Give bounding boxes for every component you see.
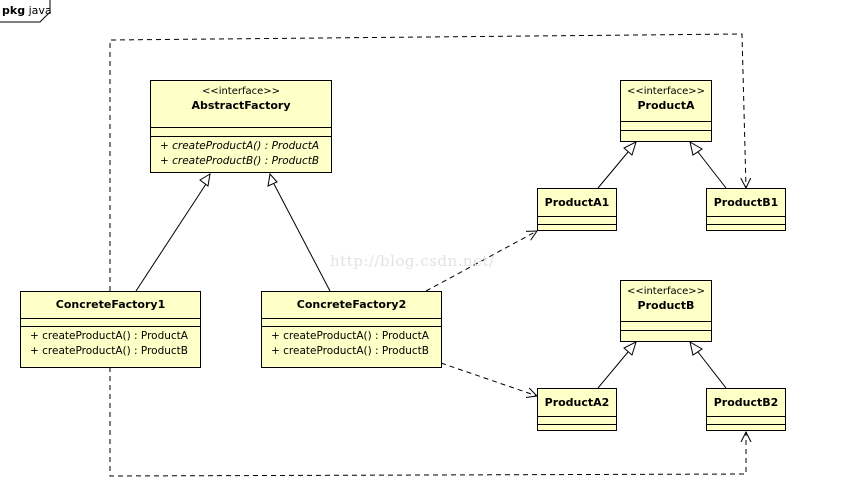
generalization-line-cf1 — [135, 183, 207, 292]
class-abstract-factory[interactable]: <<interface>> AbstractFactory + createPr… — [150, 80, 332, 173]
class-product-b1[interactable]: ProductB1 — [706, 188, 786, 231]
class-name: AbstractFactory — [191, 99, 291, 112]
class-name: ConcreteFactory1 — [55, 298, 166, 311]
operation: + createProductB() : ProductB — [160, 155, 320, 167]
watermark: http://blog.csdn.net/ — [330, 252, 495, 270]
generalization-arrowhead-cf1 — [199, 173, 211, 187]
generalization-arrowhead-cf2 — [267, 172, 278, 187]
generalization-arrowhead-a2 — [623, 341, 637, 356]
generalization-arrowhead-a1 — [623, 141, 637, 156]
operation: + createProductA() : ProductB — [30, 345, 188, 357]
dependency-cf2-a2 — [440, 362, 537, 396]
class-name: ProductB2 — [713, 396, 779, 409]
class-product-b2[interactable]: ProductB2 — [706, 388, 786, 431]
generalization-line-a1 — [597, 151, 629, 189]
package-label: pkg java — [0, 0, 52, 22]
generalization-line-b2 — [697, 351, 727, 389]
class-name: ConcreteFactory2 — [296, 298, 407, 311]
package-frame — [0, 0, 51, 23]
class-concrete-factory1[interactable]: ConcreteFactory1 + createProductA() : Pr… — [20, 291, 201, 368]
stereotype-label: <<interface>> — [626, 286, 706, 297]
class-product-a1[interactable]: ProductA1 — [537, 188, 617, 231]
class-name: ProductB — [637, 299, 695, 312]
operation: + createProductA() : ProductA — [271, 330, 429, 342]
class-name: ProductA — [637, 99, 695, 112]
operation: + createProductA() : ProductA — [160, 140, 320, 152]
generalization-line-b1 — [697, 151, 727, 189]
dependency-cf1-b1 — [109, 33, 746, 291]
package-name: java — [28, 4, 52, 17]
class-name: ProductA1 — [544, 196, 610, 209]
stereotype-label: <<interface>> — [626, 86, 706, 97]
stereotype-label: <<interface>> — [201, 86, 281, 97]
class-product-b[interactable]: <<interface>> ProductB — [620, 280, 712, 342]
class-concrete-factory2[interactable]: ConcreteFactory2 + createProductA() : Pr… — [261, 291, 442, 368]
class-product-a2[interactable]: ProductA2 — [537, 388, 617, 431]
generalization-line-cf2 — [273, 183, 331, 292]
dependency-cf1-b2 — [109, 367, 746, 477]
class-name: ProductB1 — [713, 196, 779, 209]
generalization-arrowhead-b2 — [689, 340, 703, 356]
generalization-line-a2 — [597, 351, 629, 389]
package-keyword: pkg — [2, 4, 26, 17]
operation: + createProductA() : ProductA — [30, 330, 188, 342]
operation: + createProductA() : ProductB — [271, 345, 429, 357]
class-product-a[interactable]: <<interface>> ProductA — [620, 80, 712, 142]
dependency-cf2-a1 — [425, 231, 537, 292]
generalization-arrowhead-b1 — [689, 140, 703, 156]
class-name: ProductA2 — [544, 396, 610, 409]
